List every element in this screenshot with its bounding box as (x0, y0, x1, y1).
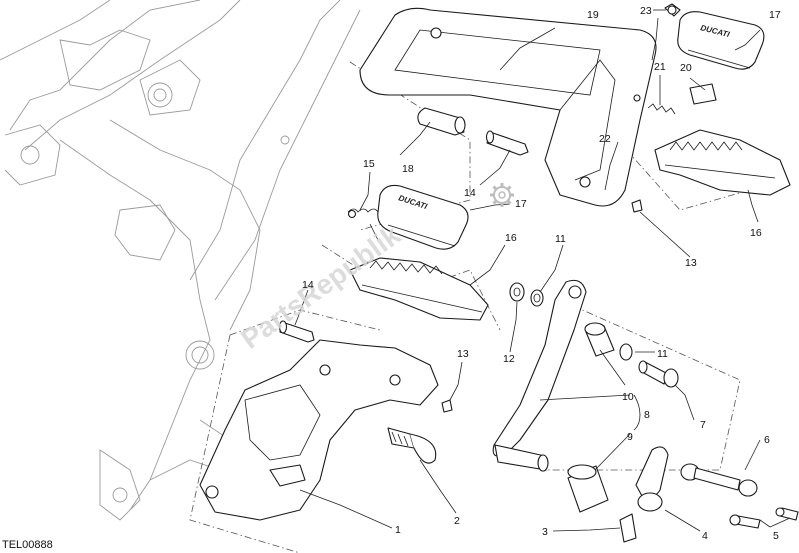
callout-6: 6 (764, 434, 770, 446)
footpeg-rubber-middle: DUCATI (377, 184, 469, 250)
drawing-code: TEL00888 (2, 539, 53, 551)
callout-18: 18 (402, 163, 414, 175)
callout-13-upper: 13 (685, 257, 697, 269)
callout-2: 2 (454, 515, 460, 527)
heel-guard-bracket-upper (359, 7, 657, 207)
washers-12-11 (509, 282, 544, 307)
callout-14-middle: 14 (464, 187, 476, 199)
heel-guard-bracket-lower (199, 339, 439, 521)
spring-left (347, 208, 379, 219)
leader-lines (294, 9, 791, 532)
callout-8: 8 (644, 409, 650, 421)
frame-outline (0, 0, 361, 521)
footpeg-upper (654, 129, 791, 196)
callout-4: 4 (702, 530, 708, 542)
callout-17-upper: 17 (769, 9, 781, 21)
callout-22: 22 (599, 133, 611, 145)
callout-16-middle: 16 (505, 232, 517, 244)
callout-23: 23 (640, 5, 652, 17)
callouts: 23 19 17 20 21 22 16 13 17 14 18 15 16 1… (2, 5, 781, 551)
bushing-10 (584, 322, 615, 357)
callout-3: 3 (542, 526, 548, 538)
nut-13-lower (441, 399, 453, 413)
small-parts-upper (631, 3, 717, 213)
callout-13-lower: 13 (457, 348, 469, 360)
callout-9: 9 (627, 431, 633, 443)
callout-16-upper: 16 (750, 227, 762, 239)
bolt-2 (387, 427, 437, 464)
linkage-rod-6 (680, 463, 758, 497)
callout-11-upper: 11 (555, 233, 566, 245)
washer-11-right (619, 343, 633, 361)
gear-icon (490, 183, 514, 207)
bolts-5 (729, 507, 799, 529)
pivot-bolt-7 (638, 360, 679, 388)
callout-1: 1 (395, 524, 401, 536)
callout-7: 7 (700, 419, 706, 431)
bushing-9 (567, 464, 609, 513)
callout-17-middle: 17 (515, 198, 527, 210)
callout-19: 19 (587, 9, 599, 21)
shift-lever (492, 279, 587, 472)
callout-15: 15 (363, 158, 375, 170)
callout-11-lower: 11 (657, 348, 668, 360)
callout-14-lower: 14 (302, 279, 314, 291)
pins (278, 107, 529, 343)
footpeg-middle (349, 257, 489, 321)
callout-20: 20 (680, 62, 692, 74)
assembly-outlines (189, 61, 751, 553)
callout-21: 21 (654, 61, 666, 73)
footpeg-rubber-upper: DUCATI (677, 11, 765, 70)
shift-arm-4 (619, 446, 669, 543)
callout-10: 10 (622, 391, 634, 403)
callout-12: 12 (503, 353, 515, 365)
callout-5: 5 (773, 530, 779, 542)
